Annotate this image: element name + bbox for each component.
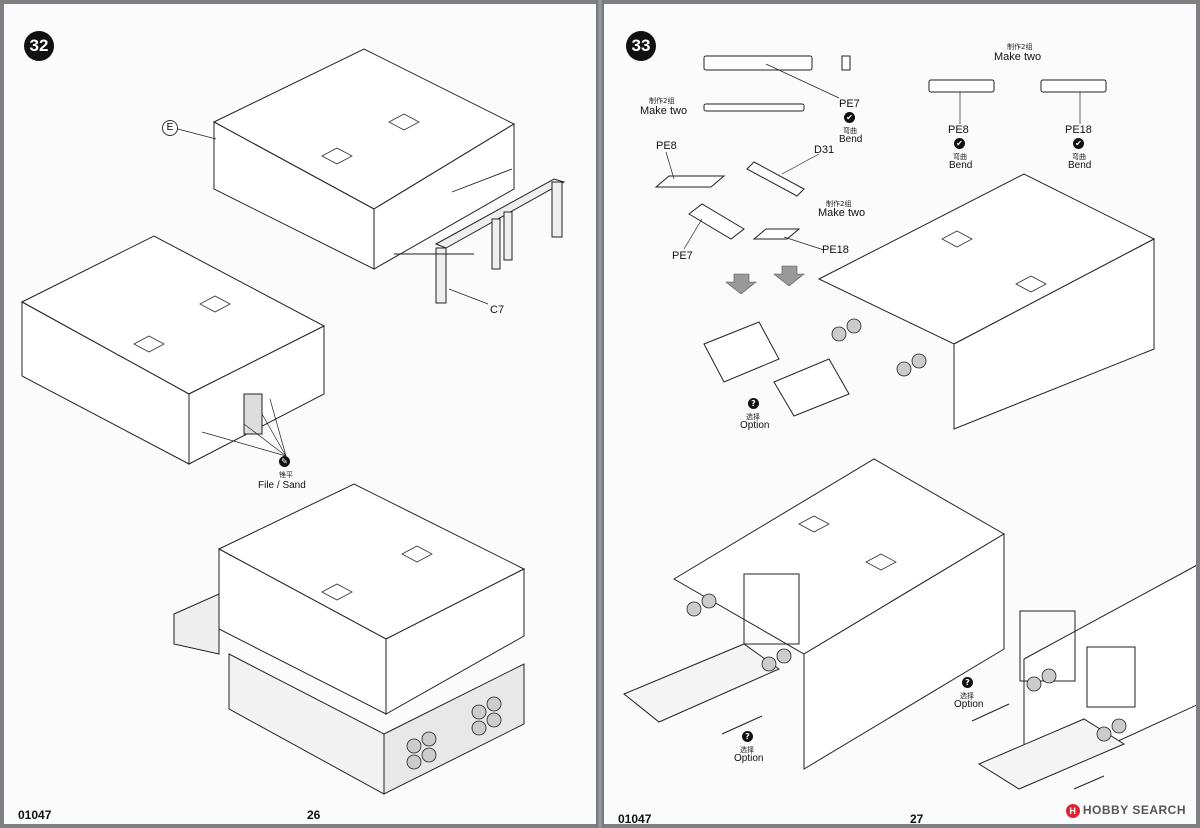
pe7-bend-note-cn: 弯曲 [843,127,857,135]
instruction-page-right: 33 制作2组 Make two 制作2组 Make two PE7 ✔ 弯曲 … [604,4,1196,824]
cabin-top-part-e [212,48,516,270]
page-number: 26 [307,808,321,822]
file-sand-note-cn: 锉平 [279,471,293,479]
part-callout-pe18-top: PE18 [1065,124,1092,136]
catalog-code: 01047 [618,812,652,824]
step-number-badge: 33 [626,31,656,61]
make-two-note-left-cn: 制作2组 [649,97,675,105]
part-callout-pe8-assy: PE8 [656,140,677,152]
part-callout-e: E [162,120,178,136]
question-icon: ? [748,398,759,409]
pe18-bend-note-cn: 弯曲 [1072,153,1086,161]
pe8-strip [928,79,995,93]
option-note-2: Option [954,699,984,710]
step-32-drawing [20,48,566,795]
option-note-1: Option [740,420,770,431]
question-icon: ? [962,677,973,688]
pe7-subpart [688,203,745,240]
d31-subpart [746,161,805,197]
hobby-search-logo-icon: H [1065,804,1080,818]
pe-small-bracket [841,55,851,71]
question-icon: ? [742,731,753,742]
step-number-badge: 32 [24,31,54,61]
pe7-strip-top [703,55,813,71]
check-icon: ✔ [1073,138,1084,149]
pe7-bend-note: Bend [839,134,863,145]
watermark-text: HOBBY SEARCH [1082,803,1186,818]
launcher-assembly-bottom [173,483,526,795]
pe8-bend-note-cn: 弯曲 [953,153,967,161]
part-callout-pe7-assy: PE7 [672,250,693,262]
option-note-3-cn: 选择 [740,746,754,754]
step-33-drawing [623,55,1196,790]
make-two-note-left: Make two [640,105,688,117]
make-two-note-mid-cn: 制作2组 [826,200,852,208]
option-note-2-cn: 选择 [960,692,974,700]
cabin-assembled-middle [20,235,326,465]
make-two-note-top: Make two [994,51,1042,63]
option-note-1-cn: 选择 [746,413,760,421]
pe18-strip [1040,79,1107,93]
make-two-note-mid: Make two [818,207,866,219]
catalog-code: 01047 [18,808,52,822]
page-gutter [596,0,604,828]
file-sand-note: File / Sand [258,480,306,491]
pe18-subpart [752,228,801,240]
make-two-note-top-cn: 制作2组 [1007,43,1033,51]
rear-frame-part-c7 [434,178,566,304]
pe8-bend-note: Bend [949,160,973,171]
part-callout-pe18-assy: PE18 [822,244,849,256]
page-number: 27 [910,812,924,824]
part-callout-c7: C7 [490,304,505,316]
pe7-strip-flat [703,103,805,112]
pe18-bend-note: Bend [1068,160,1092,171]
file-icon: ✎ [279,456,290,467]
check-icon: ✔ [844,112,855,123]
part-callout-pe7-top: PE7 [839,98,860,110]
instruction-page-left: 32 E C7 ✎ 锉平 File / Sand 01047 26 [4,4,596,824]
option-note-3: Option [734,753,764,764]
part-callout-d31: D31 [814,144,835,156]
pe8-subpart [654,175,726,188]
part-callout-pe8-top: PE8 [948,124,969,136]
check-icon: ✔ [954,138,965,149]
